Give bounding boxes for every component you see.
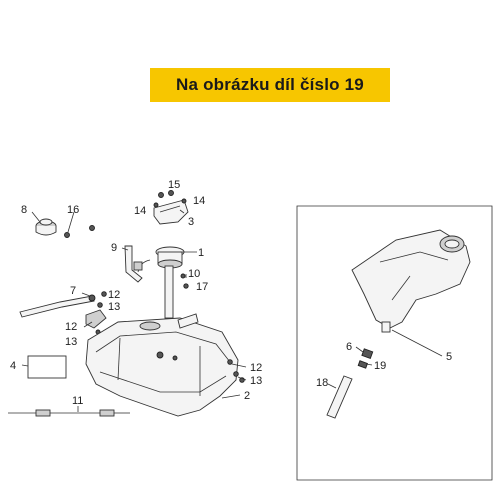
filter-18 (326, 375, 353, 419)
hose-7 (19, 294, 96, 318)
callout-14-left: 14 (134, 205, 146, 217)
fuel-cap (35, 218, 57, 236)
callout-13-upper: 13 (108, 301, 120, 313)
callout-4: 4 (10, 360, 16, 372)
callout-1: 1 (198, 247, 204, 259)
callout-10: 10 (188, 268, 200, 280)
callout-6: 6 (346, 341, 352, 353)
callout-13-middle: 13 (65, 336, 77, 348)
callout-12-upper: 12 (108, 289, 120, 301)
fuel-tank (85, 313, 239, 417)
screws-10-17 (180, 273, 189, 289)
callout-2: 2 (244, 390, 250, 402)
callout-17: 17 (196, 281, 208, 293)
callout-12-right: 12 (250, 362, 262, 374)
callout-11: 11 (72, 395, 83, 407)
fitting-19 (357, 348, 374, 369)
cable-11 (8, 409, 130, 417)
callout-14-right: 14 (193, 195, 205, 207)
detail-box (296, 205, 493, 481)
bolts-right (227, 359, 245, 383)
callout-19: 19 (374, 360, 386, 372)
callout-16: 16 (67, 204, 79, 216)
bracket (153, 190, 189, 225)
callout-8: 8 (21, 204, 27, 216)
label-plate (27, 355, 67, 379)
title-text: Na obrázku díl číslo 19 (176, 75, 364, 94)
callout-7: 7 (70, 285, 76, 297)
title-banner: Na obrázku díl číslo 19 (150, 68, 390, 102)
fuel-pump (133, 246, 185, 319)
callout-12-middle: 12 (65, 321, 77, 333)
bolt-16 (64, 225, 95, 238)
callout-3: 3 (188, 216, 194, 228)
sensor-9 (124, 245, 143, 283)
callout-18: 18 (316, 377, 328, 389)
callout-15: 15 (168, 179, 180, 191)
callout-9: 9 (111, 242, 117, 254)
callout-5: 5 (446, 351, 452, 363)
leader-lines (21, 209, 443, 412)
callout-13-right: 13 (250, 375, 262, 387)
